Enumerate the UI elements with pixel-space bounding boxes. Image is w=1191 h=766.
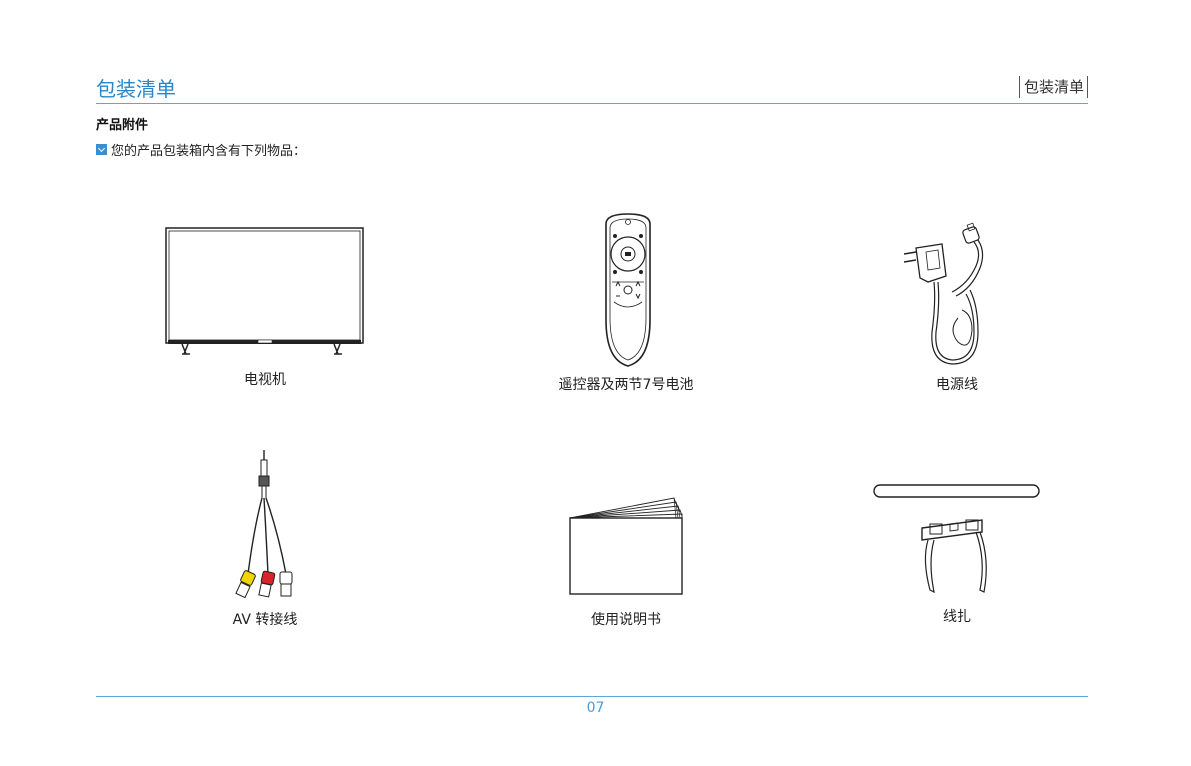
av-cable-icon	[235, 450, 293, 599]
footer-divider	[96, 696, 1088, 697]
page-number: 07	[586, 700, 605, 716]
item-label-tv: 电视机	[244, 372, 286, 388]
intro-line: 您的产品包装箱内含有下列物品：	[96, 140, 306, 159]
item-label-remote: 遥控器及两节7号电池	[558, 377, 694, 393]
manual-icon	[569, 497, 683, 595]
cable-tie-icon	[873, 484, 1040, 594]
item-label-av-cable: AV 转接线	[232, 612, 298, 628]
item-label-manual: 使用说明书	[591, 612, 661, 628]
checkbox-bullet-icon	[96, 144, 107, 155]
header-divider	[96, 103, 1088, 104]
header-section-tab: 包装清单	[1018, 76, 1088, 98]
power-cord-icon	[903, 222, 984, 365]
section-heading: 产品附件	[96, 118, 149, 133]
av-white-plug	[279, 571, 293, 597]
tv-icon	[165, 227, 364, 355]
av-yellow-plug	[235, 570, 256, 599]
item-label-cable-tie: 线扎	[943, 609, 971, 625]
remote-control-icon	[605, 213, 651, 367]
item-label-power-cord: 电源线	[936, 377, 978, 393]
av-red-plug	[258, 570, 276, 598]
page-title: 包装清单	[96, 77, 176, 101]
intro-text: 您的产品包装箱内含有下列物品：	[111, 144, 307, 159]
